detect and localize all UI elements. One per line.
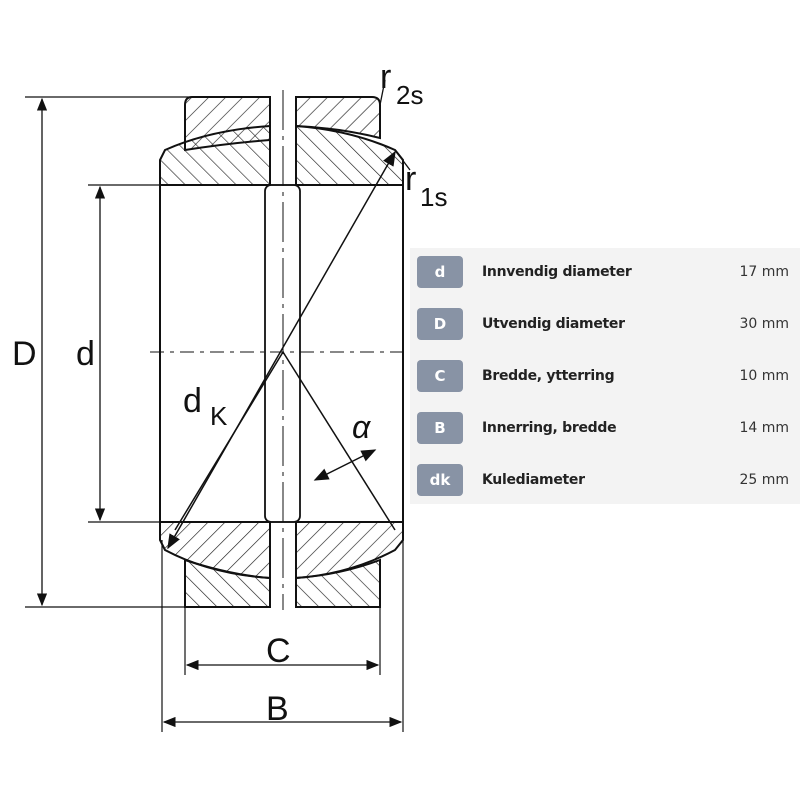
label-B: B (266, 690, 289, 728)
label-dK: d (183, 382, 202, 420)
symbol-badge: C (417, 359, 463, 392)
alpha-angle-arrow (313, 449, 377, 481)
row-value: 25 mm (739, 471, 789, 488)
table-row: dk Kulediameter 25 mm (417, 463, 789, 496)
table-row: C Bredde, ytterring 10 mm (417, 359, 789, 392)
symbol-badge: D (417, 307, 463, 340)
row-label: Utvendig diameter (482, 315, 625, 332)
cone-line-left (174, 351, 284, 531)
label-D: D (12, 335, 37, 373)
inner-ring-top-right (295, 124, 404, 186)
row-value: 30 mm (739, 315, 789, 332)
label-r1s-sub: 1s (420, 182, 447, 212)
r1s-leader-line (394, 149, 411, 171)
dK-dimension-line (167, 150, 396, 550)
outer-ring-bottom-left (184, 558, 271, 608)
label-dK-sub: K (210, 401, 228, 431)
label-r1s: r (405, 160, 416, 198)
r2s-leader-line (379, 79, 386, 106)
row-value: 17 mm (739, 263, 789, 280)
symbol-badge: B (417, 411, 463, 444)
label-r2s-sub: 2s (396, 80, 423, 110)
symbol-badge: dk (417, 463, 463, 496)
label-d: d (76, 335, 95, 373)
table-row: B Innerring, bredde 14 mm (417, 411, 789, 444)
row-value: 14 mm (739, 419, 789, 436)
dimensions-table: d Innvendig diameter 17 mm D Utvendig di… (410, 248, 800, 504)
symbol-badge: d (417, 255, 463, 288)
row-label: Bredde, ytterring (482, 367, 615, 384)
table-row: d Innvendig diameter 17 mm (417, 255, 789, 288)
row-label: Kulediameter (482, 471, 585, 488)
outer-ring-bottom-right (295, 558, 381, 608)
label-alpha: α (352, 409, 371, 445)
row-label: Innerring, bredde (482, 419, 617, 436)
label-C: C (266, 632, 291, 670)
cone-line-right (282, 351, 396, 531)
inner-ring-top-left (159, 124, 271, 186)
table-row: D Utvendig diameter 30 mm (417, 307, 789, 340)
row-label: Innvendig diameter (482, 263, 632, 280)
label-r2s: r (380, 58, 391, 96)
row-value: 10 mm (739, 367, 789, 384)
